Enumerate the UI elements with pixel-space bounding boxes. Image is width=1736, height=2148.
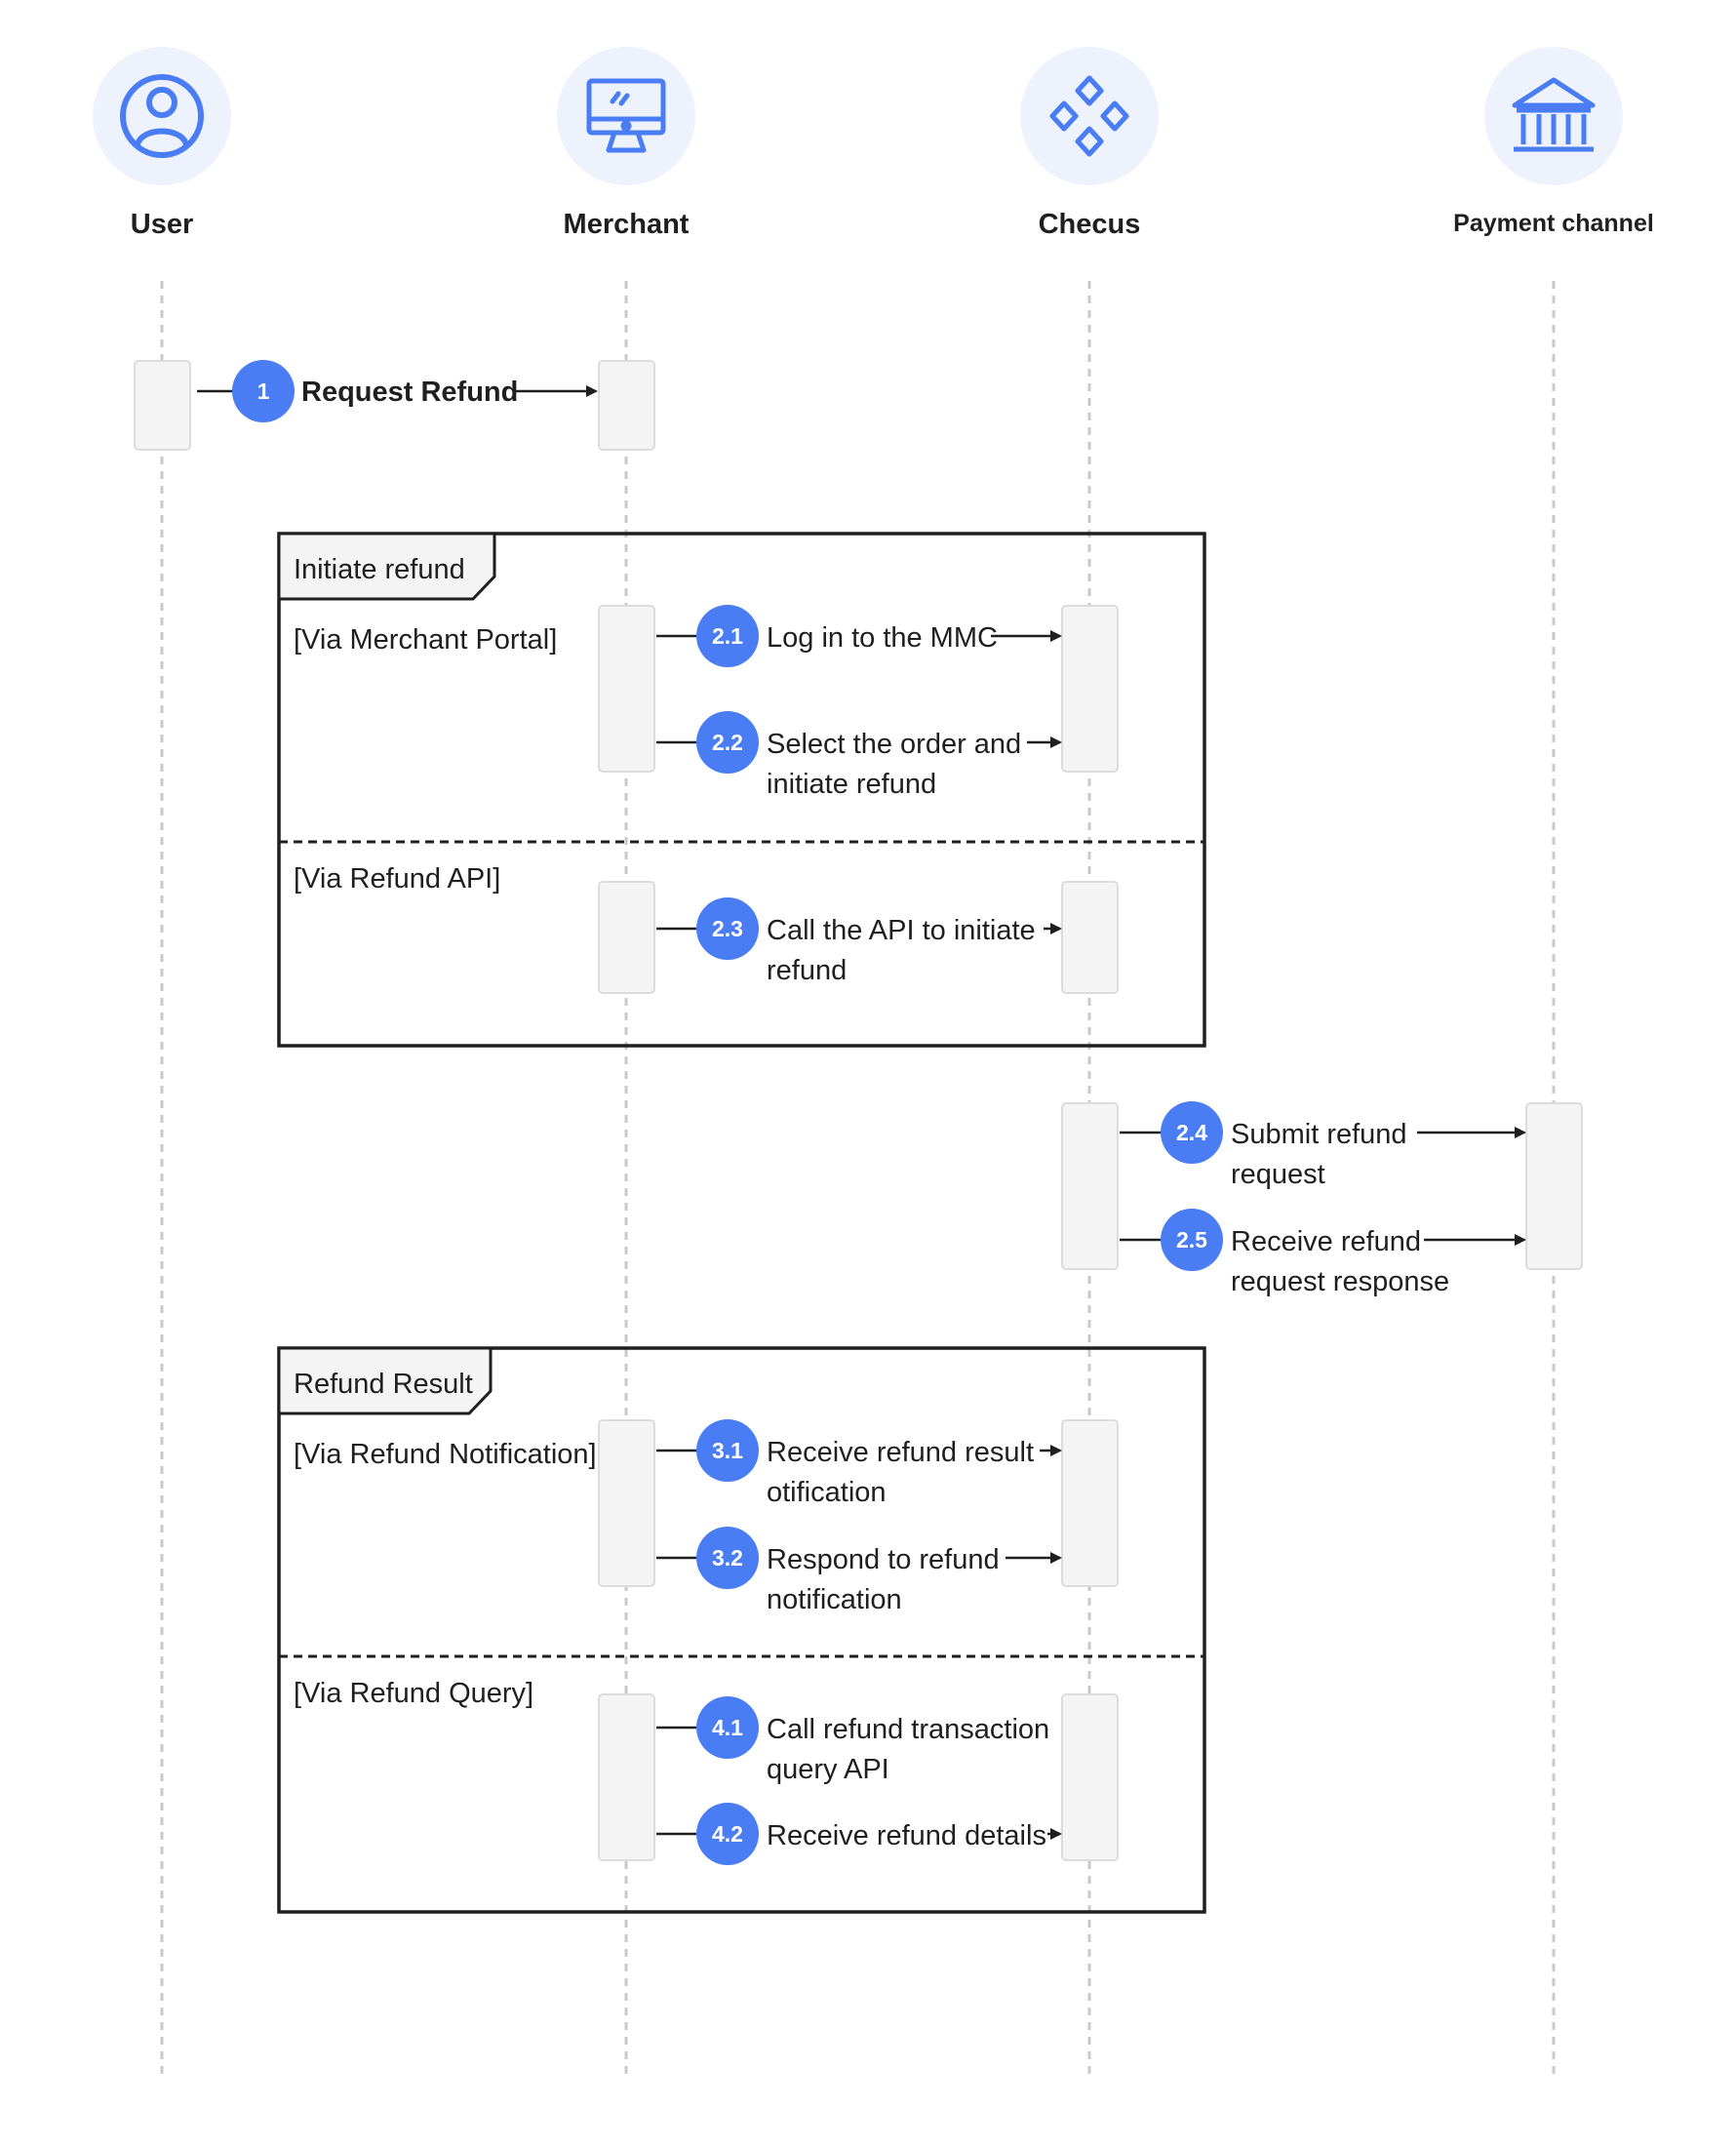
step-badge xyxy=(696,897,759,960)
step-number: 4.2 xyxy=(712,1821,743,1847)
step-badge xyxy=(696,711,759,774)
step-number: 2.3 xyxy=(712,916,743,941)
step-badge xyxy=(696,1527,759,1589)
message-1: 1 Request Refund xyxy=(197,360,598,422)
message-label: request xyxy=(1231,1159,1325,1190)
step-badge xyxy=(1161,1101,1223,1164)
actor-icon-bg xyxy=(557,47,695,185)
activation-bar xyxy=(1061,881,1119,994)
guard-via-refund-notification: [Via Refund Notification] xyxy=(294,1439,597,1470)
user-icon xyxy=(120,74,204,158)
step-badge xyxy=(232,360,295,422)
message-label: notification xyxy=(767,1584,902,1615)
actor-label-merchant: Merchant xyxy=(564,209,690,240)
activation-bar xyxy=(1061,605,1119,773)
message-2-2: 2.2 Select the order and initiate refund xyxy=(656,711,1062,800)
actor-checus: Checus xyxy=(1020,47,1159,240)
message-label: Request Refund xyxy=(301,377,518,408)
frame-label: Initiate refund xyxy=(294,554,465,585)
actor-label-user: User xyxy=(131,209,194,240)
message-label: initiate refund xyxy=(767,769,936,800)
message-label: Receive refund result xyxy=(767,1437,1034,1468)
actor-user: User xyxy=(93,47,231,240)
activation-bar xyxy=(598,360,655,451)
message-label: otification xyxy=(767,1477,887,1508)
frame-initiate-refund: Initiate refund [Via Merchant Portal] [V… xyxy=(277,532,1206,1048)
actor-payment-channel: Payment channel xyxy=(1453,47,1654,237)
actor-icon-bg xyxy=(1020,47,1159,185)
activation-bar xyxy=(598,881,655,994)
message-2-4: 2.4 Submit refund request xyxy=(1120,1101,1526,1190)
step-badge xyxy=(696,1419,759,1482)
message-label: query API xyxy=(767,1754,889,1785)
bank-icon xyxy=(1512,77,1596,152)
message-3-1: 3.1 Receive refund result otification xyxy=(656,1419,1062,1508)
message-2-5: 2.5 Receive refund request response xyxy=(1120,1209,1526,1297)
step-badge xyxy=(696,605,759,667)
step-number: 2.4 xyxy=(1176,1120,1207,1145)
frame-label-tab xyxy=(277,532,496,601)
frame-border xyxy=(277,1346,1206,1914)
frame-refund-result: Refund Result [Via Refund Notification] … xyxy=(277,1346,1206,1914)
message-3-2: 3.2 Respond to refund notification xyxy=(656,1527,1062,1615)
monitor-icon xyxy=(586,78,666,153)
diamonds-logo-icon xyxy=(1049,75,1129,157)
message-4-1: 4.1 Call refund transaction query API xyxy=(656,1696,1049,1785)
message-2-1: 2.1 Log in to the MMC xyxy=(656,605,1062,667)
activation-bar xyxy=(1061,1102,1119,1270)
guard-via-merchant-portal: [Via Merchant Portal] xyxy=(294,624,557,656)
message-label: request response xyxy=(1231,1266,1449,1297)
message-label: Submit refund xyxy=(1231,1119,1407,1150)
message-label: Log in to the MMC xyxy=(767,622,998,654)
message-4-2: 4.2 Receive refund details xyxy=(656,1803,1062,1865)
message-label: Respond to refund xyxy=(767,1544,1000,1575)
step-number: 2.2 xyxy=(712,730,743,755)
message-label: refund xyxy=(767,955,847,986)
message-2-3: 2.3 Call the API to initiate refund xyxy=(656,897,1062,986)
step-number: 2.5 xyxy=(1176,1227,1207,1253)
actor-label-checus: Checus xyxy=(1039,209,1141,240)
message-label: Call the API to initiate xyxy=(767,915,1036,946)
message-label: Select the order and xyxy=(767,729,1021,760)
step-number: 1 xyxy=(257,378,270,404)
frame-border xyxy=(277,532,1206,1048)
activation-bar xyxy=(598,1419,655,1587)
message-label: Call refund transaction xyxy=(767,1714,1049,1745)
frame-label: Refund Result xyxy=(294,1369,473,1400)
step-number: 3.2 xyxy=(712,1545,743,1571)
message-label: Receive refund xyxy=(1231,1226,1421,1257)
activation-bar xyxy=(1061,1419,1119,1587)
activation-bar xyxy=(598,605,655,773)
guard-via-refund-api: [Via Refund API] xyxy=(294,863,500,895)
step-badge xyxy=(1161,1209,1223,1271)
activation-bar xyxy=(1061,1693,1119,1861)
activation-bar xyxy=(134,360,191,451)
step-number: 2.1 xyxy=(712,623,743,649)
frame-label-tab xyxy=(277,1346,493,1415)
activation-bar xyxy=(1525,1102,1583,1270)
guard-via-refund-query: [Via Refund Query] xyxy=(294,1678,533,1709)
message-label: Receive refund details xyxy=(767,1820,1046,1851)
activation-bars xyxy=(134,360,1583,1861)
actor-merchant: Merchant xyxy=(557,47,695,240)
step-badge xyxy=(696,1803,759,1865)
step-badge xyxy=(696,1696,759,1759)
step-number: 4.1 xyxy=(712,1715,743,1740)
activation-bar xyxy=(598,1693,655,1861)
step-number: 3.1 xyxy=(712,1438,743,1463)
actor-label-payment-channel: Payment channel xyxy=(1453,210,1654,237)
